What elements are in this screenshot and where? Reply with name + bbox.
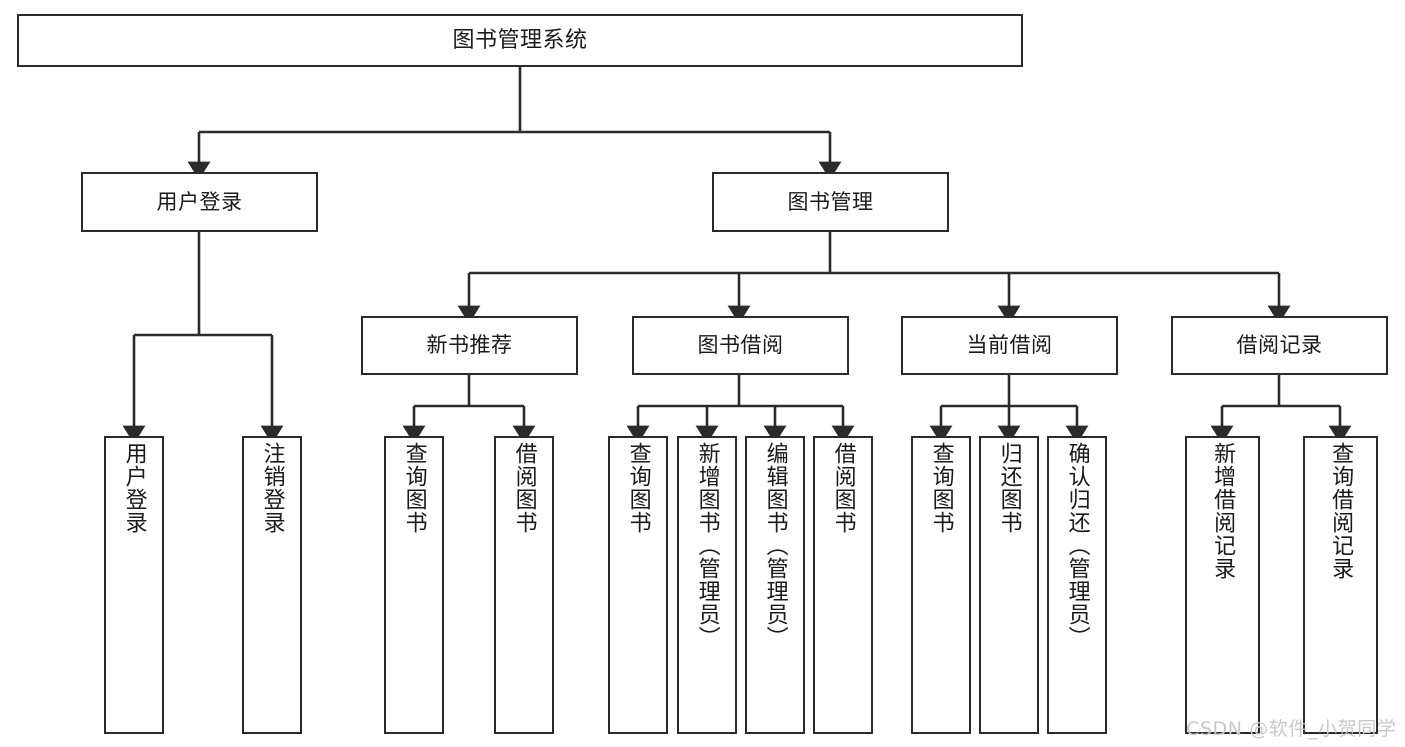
leaf-book-borrow-add[interactable]: 新增图书（管理员）: [677, 436, 737, 734]
leaf-records-add[interactable]: 新增借阅记录: [1185, 436, 1260, 734]
node-current-borrow[interactable]: 当前借阅: [901, 316, 1118, 375]
leaf-new-book-borrow[interactable]: 借阅图书: [494, 436, 554, 734]
leaf-book-borrow-add-label: 新增图书（管理员）: [694, 442, 720, 649]
leaf-book-borrow-borrow-label: 借阅图书: [830, 442, 856, 534]
node-root-label: 图书管理系统: [452, 27, 588, 53]
leaf-user-login-logout-label: 注销登录: [259, 442, 285, 534]
leaf-current-borrow-query[interactable]: 查询图书: [911, 436, 971, 734]
leaf-records-query-label: 查询借阅记录: [1328, 442, 1354, 580]
leaf-new-book-query[interactable]: 查询图书: [384, 436, 444, 734]
leaf-book-borrow-edit-label: 编辑图书（管理员）: [762, 442, 788, 649]
node-book-management-label: 图书管理: [787, 189, 874, 214]
node-user-login-label: 用户登录: [156, 189, 243, 214]
leaf-user-login-logout[interactable]: 注销登录: [242, 436, 302, 734]
node-user-login[interactable]: 用户登录: [81, 172, 318, 232]
leaf-book-borrow-borrow[interactable]: 借阅图书: [813, 436, 873, 734]
leaf-current-borrow-confirm[interactable]: 确认归还（管理员）: [1047, 436, 1107, 734]
leaf-current-borrow-return-label: 归还图书: [996, 442, 1022, 534]
leaf-current-borrow-return[interactable]: 归还图书: [979, 436, 1039, 734]
node-book-borrow-label: 图书借阅: [697, 333, 784, 358]
node-book-borrow[interactable]: 图书借阅: [632, 316, 849, 375]
leaf-records-add-label: 新增借阅记录: [1210, 442, 1236, 580]
node-root[interactable]: 图书管理系统: [17, 14, 1023, 67]
leaf-book-borrow-edit[interactable]: 编辑图书（管理员）: [745, 436, 805, 734]
leaf-current-borrow-confirm-label: 确认归还（管理员）: [1064, 442, 1090, 649]
node-borrow-records-label: 借阅记录: [1236, 333, 1323, 358]
node-book-management[interactable]: 图书管理: [712, 172, 949, 232]
csdn-watermark: CSDN @软件_小贺同学: [1186, 718, 1397, 740]
leaf-new-book-borrow-label: 借阅图书: [511, 442, 537, 534]
node-new-book-recommend-label: 新书推荐: [426, 333, 513, 358]
node-new-book-recommend[interactable]: 新书推荐: [361, 316, 578, 375]
leaf-book-borrow-query[interactable]: 查询图书: [608, 436, 668, 734]
leaf-user-login-login-label: 用户登录: [121, 442, 147, 534]
leaf-new-book-query-label: 查询图书: [401, 442, 427, 534]
leaf-records-query[interactable]: 查询借阅记录: [1303, 436, 1378, 734]
leaf-current-borrow-query-label: 查询图书: [928, 442, 954, 534]
leaf-book-borrow-query-label: 查询图书: [625, 442, 651, 534]
node-current-borrow-label: 当前借阅: [966, 333, 1053, 358]
node-borrow-records[interactable]: 借阅记录: [1171, 316, 1388, 375]
leaf-user-login-login[interactable]: 用户登录: [104, 436, 164, 734]
